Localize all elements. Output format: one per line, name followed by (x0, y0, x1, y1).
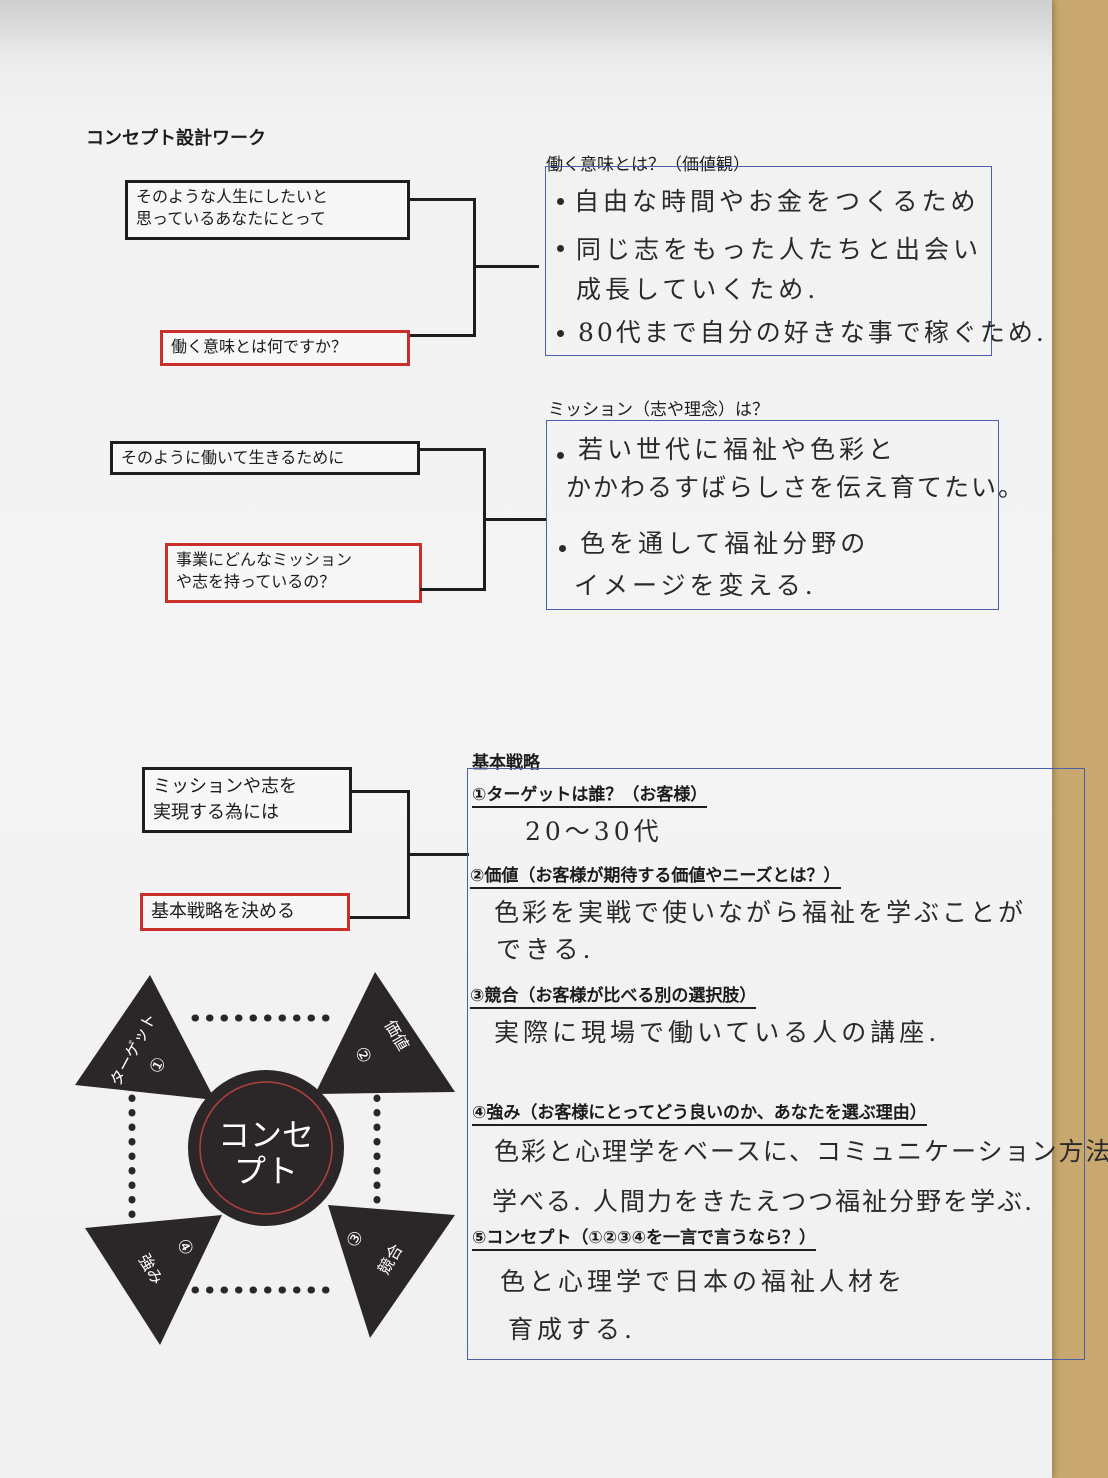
bullet (557, 245, 564, 252)
strategy-item-concept-label: ⑤コンセプト（①②③④を一言で言うなら？） (472, 1223, 816, 1251)
strategy-item-target-answer: 20～30代 (525, 817, 663, 846)
bracket-line (350, 790, 410, 793)
bullet (559, 545, 566, 552)
strategy-item-value-label: ②価値（お客様が期待する価値やニーズとは？） (470, 861, 841, 889)
life-prompt-line-1: そのような人生にしたいと (136, 187, 329, 206)
strategy-question: 基本戦略を決める (151, 901, 295, 922)
strategy-item-concept-answer-2: 育成する. (508, 1315, 636, 1344)
mission-answer-4: イメージを変える. (574, 571, 817, 600)
worksheet-title: コンセプト設計ワーク (86, 128, 266, 149)
strategy-item-competitor-label: ③競合（お客様が比べる別の選択肢） (470, 981, 757, 1009)
concept-center-line-1: コンセ (218, 1116, 314, 1154)
mission-answer-2: かかわるすばらしさを伝え育てたい。 (566, 473, 1026, 502)
value-triangle: 価値 ② (315, 972, 455, 1094)
mission-heading: ミッション（志や理念）は？ (548, 400, 769, 420)
bullet (557, 452, 564, 459)
values-answer-1: 自由な時間やお金をつくるため (574, 187, 980, 216)
bracket-line (483, 518, 547, 521)
strategy-item-value-answer-2: できる. (496, 935, 595, 964)
strategy-prompt-line-1: ミッションや志を (153, 776, 297, 797)
life-prompt-line-2: 思っているあなたにとって (136, 209, 326, 228)
strategy-item-concept-answer-1: 色と心理学で日本の福祉人材を (500, 1267, 907, 1296)
life-prompt-box: そのような人生にしたいと 思っているあなたにとって (125, 180, 410, 240)
strategy-item-competitor-answer: 実際に現場で働いている人の講座. (494, 1018, 941, 1047)
mission-answer-3: 色を通して福祉分野の (580, 529, 870, 558)
strategy-item-value-answer-1: 色彩を実戦で使いながら福祉を学ぶことが (494, 898, 1027, 927)
concept-diagram: ターゲット ① 価値 ② 競合 ③ 強み ④ コンセ プト (75, 972, 455, 1345)
strategy-answer-box (467, 768, 1085, 1360)
mission-question-line-1: 事業にどんなミッション (176, 550, 353, 569)
strategy-item-strength-answer-1: 色彩と心理学をベースに、コミュニケーション方法を (494, 1137, 1108, 1166)
bracket-line (420, 588, 486, 591)
bracket-line (473, 265, 539, 268)
strength-triangle: 強み ④ (85, 1215, 222, 1345)
concept-center-line-2: プト (234, 1152, 298, 1190)
strategy-item-strength-answer-2: 学べる. 人間力をきたえつつ福祉分野を学ぶ. (492, 1187, 1035, 1216)
work-meaning-question-box: 働く意味とは何ですか？ (160, 330, 410, 366)
living-prompt-box: そのように働いて生きるために (110, 441, 420, 475)
bullet (557, 198, 564, 205)
strategy-prompt-box: ミッションや志を 実現する為には (142, 767, 352, 833)
strategy-item-target-label: ①ターゲットは誰？（お客様） (472, 780, 708, 808)
values-answer-4: 80代まで自分の好きな事で稼ぐため. (578, 318, 1047, 347)
concept-center-circle: コンセ プト (188, 1070, 344, 1226)
bracket-line (407, 853, 469, 856)
values-answer-3: 成長していくため. (576, 275, 820, 304)
bracket-line (410, 334, 476, 337)
strategy-question-box: 基本戦略を決める (140, 893, 350, 931)
mission-question-box: 事業にどんなミッション や志を持っているの？ (165, 543, 422, 603)
mission-answer-1: 若い世代に福祉や色彩と (578, 435, 898, 464)
values-answer-2: 同じ志をもった人たちと出会い (576, 235, 983, 264)
bullet (557, 330, 564, 337)
values-answer-box (545, 166, 992, 356)
strategy-prompt-line-2: 実現する為には (153, 802, 279, 823)
strategy-item-strength-label: ④強み（お客様にとってどう良いのか、あなたを選ぶ理由） (472, 1098, 927, 1126)
dotted-connector-lines (128, 1014, 381, 1294)
competitor-triangle: 競合 ③ (328, 1205, 455, 1338)
bracket-line (420, 448, 486, 451)
bracket-line (350, 916, 410, 919)
living-prompt: そのように働いて生きるために (121, 448, 345, 467)
target-triangle: ターゲット ① (75, 975, 215, 1100)
mission-answer-box (546, 420, 999, 610)
values-heading: 働く意味とは？（価値観） (546, 155, 750, 175)
work-meaning-question: 働く意味とは何ですか？ (171, 337, 348, 356)
mission-question-line-2: や志を持っているの？ (176, 572, 336, 591)
bracket-line (410, 198, 476, 201)
